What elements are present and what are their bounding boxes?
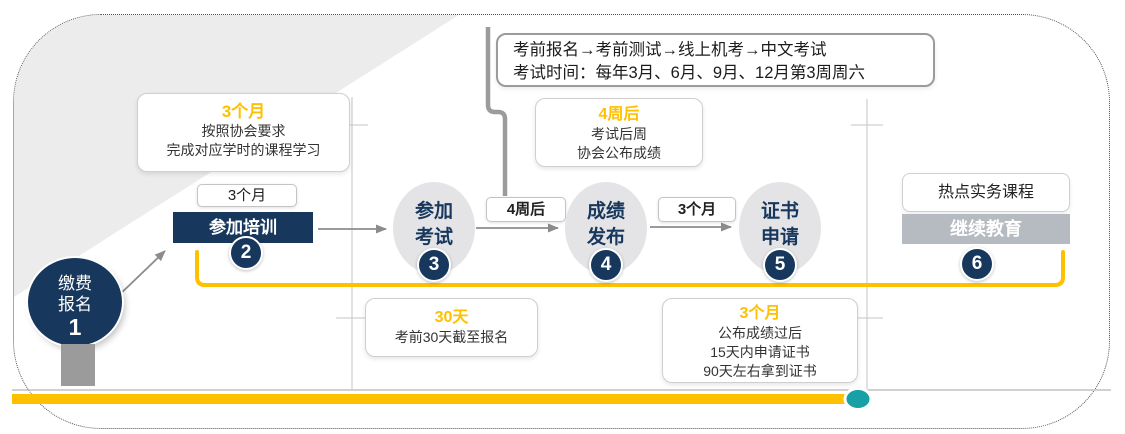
deadline-duration: 30天 <box>434 309 469 326</box>
step2-number: 2 <box>229 236 263 270</box>
certificate-line1: 公布成绩过后 <box>718 325 802 341</box>
step4-number: 4 <box>589 248 623 282</box>
step4-label-line2: 发布 <box>586 227 625 248</box>
step3-label-line2: 考试 <box>414 227 453 248</box>
step3-label-line1: 参加 <box>414 201 453 222</box>
exam-info-callout: 考前报名→考前测试→线上机考→中文考试 考试时间：每年3月、6月、9月、12月第… <box>496 33 935 87</box>
step3-number: 3 <box>417 248 451 282</box>
exam-time-text: 考试时间：每年3月、6月、9月、12月第3周周六 <box>513 64 866 82</box>
certificate-info-box: 3个月 公布成绩过后 15天内申请证书 90天左右拿到证书 <box>662 298 858 383</box>
arrow-label-3months: 3个月 <box>658 197 736 222</box>
continuing-education-bar: 继续教育 <box>902 214 1070 244</box>
step1-number: 1 <box>68 314 82 340</box>
step6-number: 6 <box>960 247 994 281</box>
certificate-duration: 3个月 <box>739 305 781 322</box>
step4-label-line1: 成绩 <box>586 201 625 222</box>
training-info-box: 3个月 按照协会要求 完成对应学时的课程学习 <box>137 93 350 172</box>
step2-duration-label: 3个月 <box>197 184 297 207</box>
results-line1: 考试后周 <box>591 126 647 142</box>
deadline-line1: 考前30天截至报名 <box>394 329 509 345</box>
deadline-info-box: 30天 考前30天截至报名 <box>365 298 538 357</box>
results-info-box: 4周后 考试后周 协会公布成绩 <box>535 98 703 167</box>
step5-label-line1: 证书 <box>760 201 799 222</box>
step1-label-line2: 报名 <box>58 295 92 314</box>
step1-pedestal <box>61 344 95 386</box>
results-duration: 4周后 <box>598 106 640 123</box>
results-line2: 协会公布成绩 <box>577 145 661 161</box>
hot-courses-box: 热点实务课程 <box>902 173 1070 212</box>
certificate-line2: 15天内申请证书 <box>710 344 810 360</box>
arrow-label-4weeks: 4周后 <box>486 197 566 222</box>
training-line2: 完成对应学时的课程学习 <box>166 142 321 158</box>
step1-label-line1: 缴费 <box>58 274 92 293</box>
certificate-line3: 90天左右拿到证书 <box>703 363 817 379</box>
exam-flow-text: 考前报名→考前测试→线上机考→中文考试 <box>513 41 827 59</box>
training-duration: 3个月 <box>221 102 266 121</box>
step1-circle: 缴费 报名 1 <box>28 258 122 346</box>
step5-number: 5 <box>763 248 797 282</box>
step2-box: 参加培训 <box>173 212 313 243</box>
training-line1: 按照协会要求 <box>201 123 286 139</box>
step5-label-line2: 申请 <box>760 227 799 248</box>
